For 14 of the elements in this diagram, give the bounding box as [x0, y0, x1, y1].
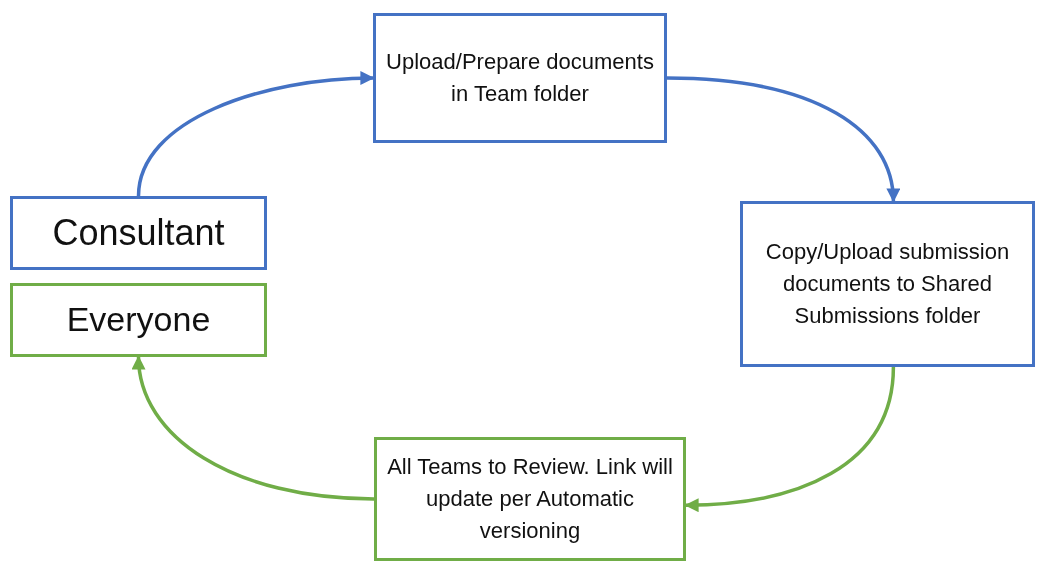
arrow: [136, 71, 375, 197]
process-box: [10, 283, 267, 357]
box-label: Consultant: [51, 210, 226, 255]
arrow: [132, 355, 375, 501]
box-label: All Teams to Review. Link will update per Automatic versioning: [386, 453, 674, 545]
process-box: [374, 437, 686, 561]
process-box: [373, 13, 667, 143]
process-box: [740, 201, 1035, 367]
box-label: Copy/Upload submission documents to Shared Submissions folder: [764, 238, 1011, 330]
box-label: Everyone: [65, 299, 212, 341]
process-box: [10, 196, 267, 270]
arrow: [684, 366, 896, 512]
box-label: Upload/Prepare documents in Team folder: [385, 48, 655, 108]
arrow: [666, 76, 900, 203]
